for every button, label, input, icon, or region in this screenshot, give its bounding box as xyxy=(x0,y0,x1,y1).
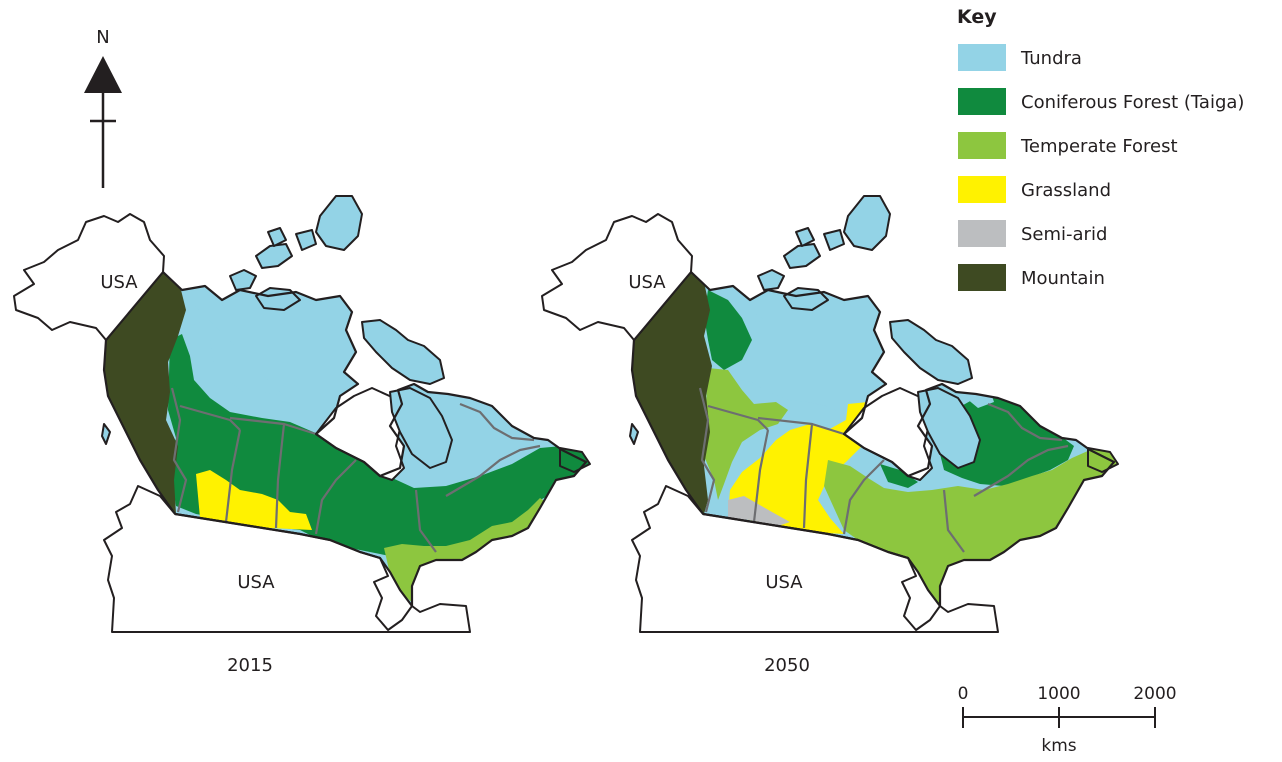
arctic-island xyxy=(295,229,317,251)
biome-region-grassland xyxy=(196,470,312,530)
province-border xyxy=(445,444,541,497)
north-label: N xyxy=(96,27,109,48)
canada-usa-border xyxy=(702,512,909,560)
province-border xyxy=(752,429,770,523)
arctic-island xyxy=(795,227,815,247)
usa-alaska xyxy=(13,213,165,341)
map-year-label-2050: 2050 xyxy=(764,655,810,676)
key-label-coniferous-forest-taiga: Coniferous Forest (Taiga) xyxy=(1021,92,1244,113)
arctic-island xyxy=(783,243,821,269)
biome-region-mountain xyxy=(104,272,186,514)
usa-south-label: USA xyxy=(237,572,275,593)
biome-region-coniferous xyxy=(704,290,752,370)
map-year-label-2015: 2015 xyxy=(227,655,273,676)
arctic-island xyxy=(267,227,287,247)
province-border xyxy=(283,422,317,436)
province-border xyxy=(224,429,242,523)
arctic-island xyxy=(101,423,111,445)
scale-label-1: 1000 xyxy=(1037,684,1080,704)
key-label-tundra: Tundra xyxy=(1020,48,1082,69)
key-swatch-semi-arid xyxy=(958,220,1006,247)
biome-region-coniferous xyxy=(880,464,918,488)
key-label-mountain: Mountain xyxy=(1021,268,1105,289)
province-border xyxy=(942,489,965,553)
usa-north-label: USA xyxy=(628,272,666,293)
arctic-island xyxy=(917,387,981,469)
province-border xyxy=(170,387,188,513)
arctic-island xyxy=(361,319,445,385)
canada-usa-border xyxy=(174,512,381,560)
arctic-island xyxy=(757,269,785,291)
biome-region-temperate xyxy=(384,498,552,604)
key-swatch-mountain xyxy=(958,264,1006,291)
key-swatch-grassland xyxy=(958,176,1006,203)
key-title: Key xyxy=(957,6,997,28)
map-2015: USA USA xyxy=(13,195,591,633)
key-label-temperate-forest: Temperate Forest xyxy=(1020,136,1178,157)
usa-south-label: USA xyxy=(765,572,803,593)
province-border xyxy=(314,459,357,535)
arctic-island xyxy=(889,319,973,385)
key-swatch-tundra xyxy=(958,44,1006,71)
biome-regions xyxy=(104,272,586,604)
arctic-island xyxy=(229,269,257,291)
biome-region-semiarid xyxy=(728,496,790,526)
arctic-island xyxy=(823,229,845,251)
usa-north-label: USA xyxy=(100,272,138,293)
province-border xyxy=(987,402,1063,442)
biome-region-mountain xyxy=(632,272,712,514)
scale-label-2: 2000 xyxy=(1133,684,1176,704)
north-arrow-head-icon xyxy=(84,56,122,93)
scale-unit: kms xyxy=(1041,736,1076,756)
arctic-island xyxy=(629,423,639,445)
scale-bar: 0 1000 2000 kms xyxy=(958,684,1177,756)
arctic-island xyxy=(315,195,363,251)
province-border xyxy=(757,416,814,529)
province-border xyxy=(811,422,845,436)
province-border xyxy=(414,489,437,553)
usa-alaska xyxy=(541,213,693,341)
province-border xyxy=(973,444,1069,497)
arctic-island xyxy=(255,243,293,269)
arctic-island xyxy=(843,195,891,251)
province-border xyxy=(459,402,535,442)
province-border xyxy=(229,416,286,529)
key-label-grassland: Grassland xyxy=(1021,180,1111,201)
biome-region-temperate xyxy=(824,450,1114,606)
key-label-semi-arid: Semi-arid xyxy=(1021,224,1107,245)
province-border xyxy=(707,404,769,431)
province-border xyxy=(842,459,885,535)
province-border xyxy=(698,387,716,513)
key-swatch-coniferous-forest-taiga xyxy=(958,88,1006,115)
key-swatch-temperate-forest xyxy=(958,132,1006,159)
province-border xyxy=(179,404,241,431)
map-2050: USA USA xyxy=(541,195,1119,633)
biome-region-temperate xyxy=(700,368,788,500)
north-arrow: N xyxy=(84,27,122,188)
arctic-island xyxy=(389,387,453,469)
scale-label-0: 0 xyxy=(958,684,969,704)
